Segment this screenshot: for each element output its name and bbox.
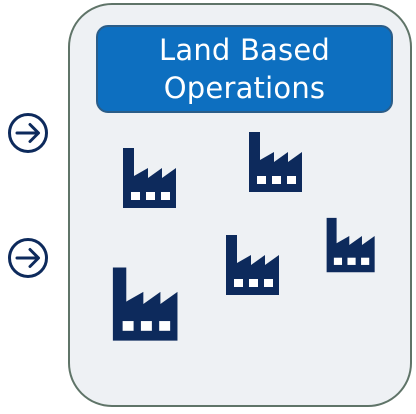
factory-icon	[326, 217, 375, 273]
arrow-right-circle-icon	[8, 238, 48, 278]
panel-title-box: Land Based Operations	[96, 25, 393, 113]
arrow-right-circle-icon	[8, 113, 48, 153]
factory-icon	[123, 148, 176, 208]
panel-title: Land Based Operations	[159, 33, 330, 105]
factory-icon	[112, 267, 178, 341]
factory-icon	[249, 132, 302, 192]
factory-icon	[226, 235, 279, 295]
